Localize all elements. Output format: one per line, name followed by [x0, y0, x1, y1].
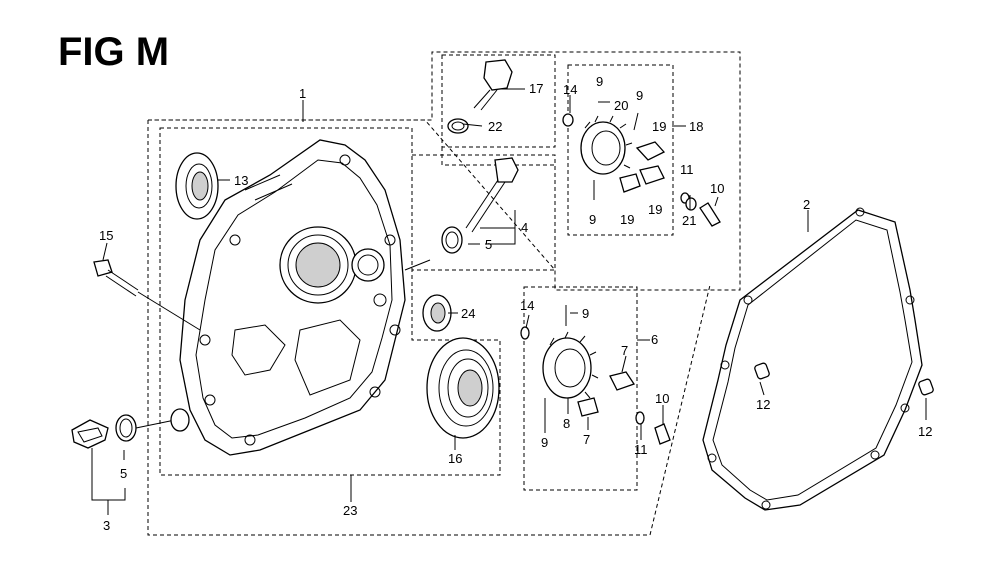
callout-17: 17: [529, 81, 543, 96]
oil-filler-cap-3: [71, 419, 109, 449]
flange-bolt-15: [93, 259, 201, 331]
callout-10b: 10: [655, 391, 669, 406]
o-ring-5-lower: [115, 414, 137, 442]
governor-weight-7b: [577, 397, 599, 417]
callout-19c: 19: [648, 202, 662, 217]
callout-5-upper: 5: [485, 237, 492, 252]
pin-10-upper: [699, 202, 721, 227]
group-boundary-oil-level: [411, 154, 556, 271]
group-boundary-housing: [159, 127, 501, 476]
dowel-pin-12b: [918, 378, 934, 396]
crankcase-cover: [179, 139, 406, 456]
ball-bearing-16: [426, 337, 500, 439]
breather-valve-17: [473, 59, 513, 111]
callout-5-lower: 5: [120, 466, 127, 481]
governor-weight-19b: [619, 173, 641, 193]
washer-14-lower: [520, 326, 530, 340]
callout-9d: 9: [582, 306, 589, 321]
callout-11a: 11: [680, 162, 694, 177]
washer-21: [685, 197, 697, 211]
dowel-pin-12a: [754, 362, 770, 380]
leader-lines: [91, 88, 927, 515]
oil-seal-13: [175, 152, 219, 220]
callout-9a: 9: [596, 74, 603, 89]
governor-weight-19c: [639, 165, 665, 185]
group-boundary-governor-lower: [523, 286, 638, 491]
callout-9c: 9: [589, 212, 596, 227]
group-boundary-outer: [147, 120, 711, 536]
governor-weight-7a: [609, 371, 636, 391]
callout-22: 22: [488, 119, 502, 134]
callout-11b: 11: [634, 442, 648, 457]
governor-gear-8: [542, 331, 599, 399]
callout-13: 13: [234, 173, 248, 188]
callout-15: 15: [99, 228, 113, 243]
callout-9b: 9: [636, 88, 643, 103]
callout-12a: 12: [756, 397, 770, 412]
governor-weight-19a: [635, 141, 666, 161]
o-ring-5-upper: [441, 226, 463, 254]
group-boundary-crankcase: [148, 51, 741, 291]
callout-7b: 7: [583, 432, 590, 447]
seal-ring-housing: [170, 408, 190, 432]
callout-8: 8: [563, 416, 570, 431]
callout-1: 1: [299, 86, 306, 101]
callout-21: 21: [682, 213, 696, 228]
gasket-2: [702, 207, 923, 511]
callout-12b: 12: [918, 424, 932, 439]
callout-4: 4: [521, 220, 528, 235]
callout-18: 18: [689, 119, 703, 134]
callout-14a: 14: [563, 82, 577, 97]
callout-19b: 19: [620, 212, 634, 227]
group-boundary-link: [441, 147, 555, 166]
o-ring-22: [447, 118, 469, 134]
governor-gear-20: [580, 115, 633, 175]
washer-11-lower: [635, 411, 645, 425]
pin-9b: [633, 112, 639, 131]
callout-6: 6: [651, 332, 658, 347]
pin-10-lower: [654, 423, 671, 445]
callout-2: 2: [803, 197, 810, 212]
dipstick-4: [465, 157, 519, 233]
callout-19a: 19: [652, 119, 666, 134]
callout-24: 24: [461, 306, 475, 321]
callout-9e: 9: [541, 435, 548, 450]
callout-23: 23: [343, 503, 357, 518]
washer-14-upper: [562, 113, 574, 127]
callout-10a: 10: [710, 181, 724, 196]
bearing-24: [422, 294, 452, 332]
callout-20: 20: [614, 98, 628, 113]
group-boundary-breather: [441, 54, 556, 148]
callout-14b: 14: [520, 298, 534, 313]
figure-title: FIG M: [58, 30, 170, 74]
callout-3: 3: [103, 518, 110, 533]
callout-7a: 7: [621, 343, 628, 358]
callout-16: 16: [448, 451, 462, 466]
group-boundary-governor-upper: [567, 64, 674, 236]
